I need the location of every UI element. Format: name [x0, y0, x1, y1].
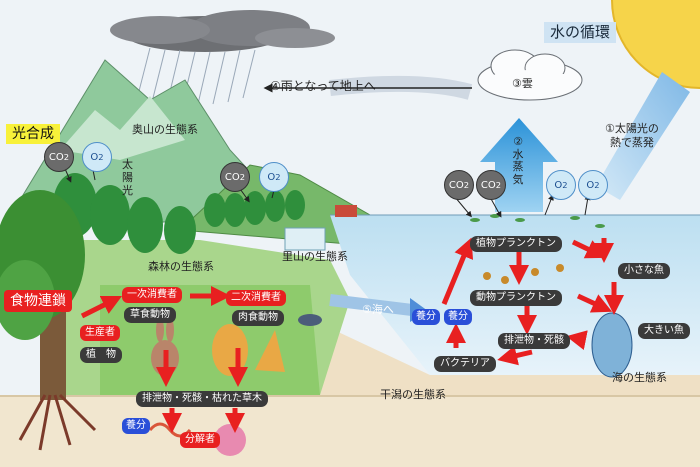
- title: 水の循環: [544, 22, 617, 43]
- land-chain-arrows: [80, 286, 248, 433]
- sea-waste-label: 排泄物・死骸: [498, 333, 570, 349]
- soil-line: [0, 395, 700, 397]
- village: [284, 205, 357, 251]
- herbivore-label: 草食動物: [124, 307, 176, 323]
- plant-label: 植 物: [80, 347, 122, 363]
- to-sea-label: ⑤海へ: [362, 303, 394, 316]
- sea-chain-arrows: [441, 237, 624, 366]
- satoyama-ecosystem-label: 里山の生態系: [282, 250, 348, 263]
- tidal-flat-ecosystem-label: 干潟の生態系: [380, 388, 446, 401]
- carnivore-label: 肉食動物: [232, 310, 284, 326]
- big-tree: [0, 190, 97, 451]
- land-nutrient-label: 養分: [122, 418, 150, 434]
- rain-cloud: [110, 10, 335, 52]
- sunlight-evaporation-label: ①太陽光の 熱で蒸発: [605, 122, 659, 151]
- phytoplankton-label: 植物プランクトン: [470, 236, 562, 252]
- secondary-consumer-label: 二次消費者: [226, 290, 286, 306]
- tidal-flat: [250, 300, 700, 420]
- producer-label: 生産者: [80, 325, 120, 341]
- big-fish-label: 大きい魚: [638, 323, 690, 339]
- to-sea-band: [329, 294, 413, 316]
- okuyama-ecosystem-label: 奥山の生態系: [132, 123, 198, 136]
- cloud-label: ③雲: [512, 77, 533, 90]
- white-cloud: [477, 49, 583, 101]
- fish-big: [591, 312, 633, 378]
- sea-nutrient-label-1: 養分: [412, 309, 440, 325]
- molecule-arrows: [61, 161, 591, 218]
- soil: [0, 395, 700, 467]
- decomposer-label: 分解者: [180, 432, 220, 448]
- forest-ecosystem-label: 森林の生態系: [148, 260, 214, 273]
- bacteria-label: バクテリア: [434, 356, 496, 372]
- sea-nutrient-label-2: 養分: [444, 309, 472, 325]
- sun-rays-label: 太陽光: [122, 158, 133, 198]
- plankton: [470, 214, 605, 284]
- zooplankton-label: 動物プランクトン: [470, 290, 562, 306]
- sunlight-band: [596, 72, 690, 200]
- sun: [611, 0, 700, 89]
- photosynthesis-label: 光合成: [6, 124, 60, 144]
- small-fish-label: 小さな魚: [618, 263, 670, 279]
- rain-label: ④雨となって地上へ: [270, 79, 376, 93]
- rain-return-band: [329, 75, 473, 100]
- vapor-label: ②水蒸気: [512, 135, 524, 186]
- sea-ecosystem-label: 海の生態系: [612, 371, 667, 384]
- sunlight-evaporation-line-1: ①太陽光の: [605, 122, 659, 135]
- land-waste-label: 排泄物・死骸・枯れた草木: [136, 391, 268, 407]
- primary-consumer-label: 一次消費者: [122, 287, 182, 303]
- food-chain-label: 食物連鎖: [4, 290, 72, 312]
- sunlight-evaporation-line-2: 熱で蒸発: [609, 136, 654, 150]
- bird: [298, 314, 322, 326]
